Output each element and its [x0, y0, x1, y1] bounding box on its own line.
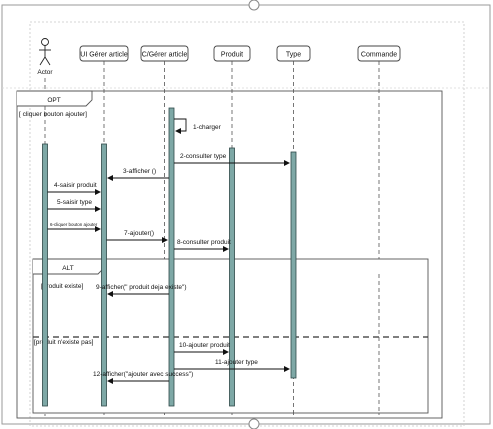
opt-guard: [ cliquer bouton ajouter]	[19, 111, 87, 118]
message-5: 5-saisir type	[47, 199, 101, 212]
message-8: 8-consulter produit	[174, 239, 231, 252]
message-10: 10-ajouter produit	[174, 342, 230, 355]
participant-label: Produit	[221, 52, 243, 59]
message-10-label: 10-ajouter produit	[179, 342, 230, 349]
message-11-label: 11-ajouter type	[215, 359, 258, 366]
participant-label: Type	[286, 52, 301, 59]
activation-c	[168, 107, 175, 407]
participant-label: UI Gérer article	[80, 52, 128, 59]
alt-guard-1: [produit existe]	[41, 283, 83, 290]
opt-operator: OPT	[47, 97, 60, 104]
message-6: 6-cliquer bouton ajouter	[47, 222, 101, 232]
actor[interactable]: Actor	[37, 38, 53, 77]
message-5-label: 5-saisir type	[57, 199, 92, 206]
participant-label: C/Gérer article	[142, 52, 188, 59]
alt-operator: ALT	[62, 265, 73, 272]
message-12-label: 12-afficher("ajouter avec success")	[93, 371, 193, 378]
actor-label: Actor	[37, 69, 53, 76]
participant-type[interactable]: Type	[276, 45, 311, 62]
selection-frame[interactable]	[1, 4, 491, 425]
activation-type	[290, 151, 297, 379]
message-1: 1-charger	[174, 118, 222, 134]
message-3-label: 3-afficher ()	[123, 168, 156, 175]
message-7: 7-ajouter()	[106, 230, 168, 243]
message-9-label: 9-afficher(" produit deja existe")	[96, 284, 186, 291]
message-3: 3-afficher ()	[107, 168, 169, 181]
message-6-label: 6-cliquer bouton ajouter	[50, 222, 98, 227]
participant-c-gerer-article[interactable]: C/Gérer article	[140, 45, 189, 62]
actor-head-icon	[41, 38, 49, 46]
activation-ui	[101, 143, 107, 407]
canvas-page-border	[29, 21, 465, 427]
message-7-label: 7-ajouter()	[124, 230, 154, 237]
message-9: 9-afficher(" produit deja existe")	[96, 284, 186, 297]
message-1-label: 1-charger	[193, 124, 222, 131]
participant-label: Commande	[361, 52, 397, 59]
resize-handle-top[interactable]	[248, 0, 260, 11]
participant-produit[interactable]: Produit	[213, 45, 251, 62]
participant-commande[interactable]: Commande	[357, 45, 401, 62]
activation-produit	[229, 147, 235, 407]
resize-handle-bottom[interactable]	[248, 418, 260, 429]
message-4-label: 4-saisir produit	[54, 182, 97, 189]
message-4: 4-saisir produit	[47, 182, 101, 195]
participant-ui-gerer-article[interactable]: UI Gérer article	[79, 45, 129, 62]
message-11: 11-ajouter type	[174, 359, 290, 372]
message-8-label: 8-consulter produit	[177, 239, 231, 246]
message-12: 12-afficher("ajouter avec success")	[93, 371, 193, 384]
activation-actor	[42, 143, 48, 407]
alt-guard-2: [produit n'existe pas]	[34, 339, 94, 346]
message-2-label: 2-consulter type	[180, 153, 227, 160]
message-2: 2-consulter type	[174, 153, 290, 166]
activation-bars	[42, 107, 297, 407]
opt-fragment[interactable]: OPT [ cliquer bouton ajouter]	[16, 90, 443, 419]
